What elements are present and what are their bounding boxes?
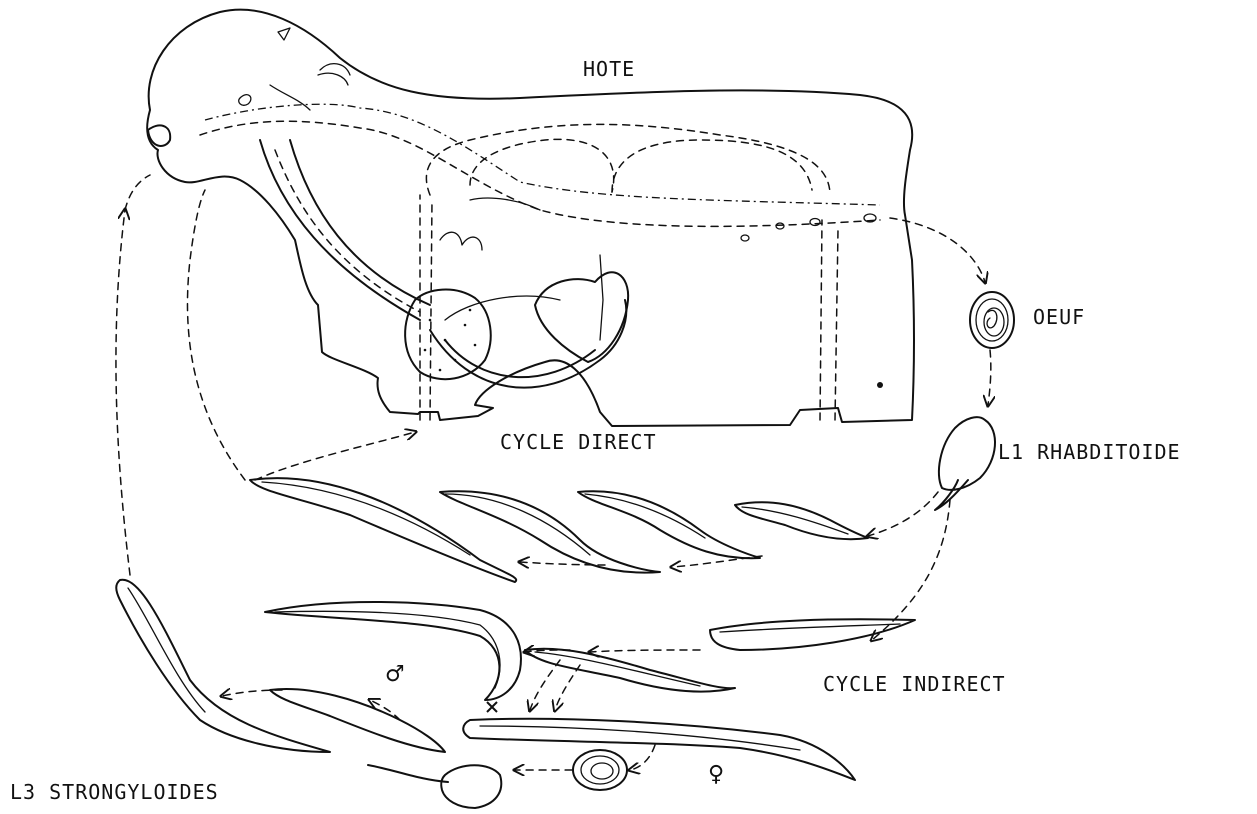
direct-cycle-larvae (250, 478, 868, 582)
direct-cycle-label: CYCLE DIRECT (500, 430, 657, 454)
l3-strongyloides-label: L3 STRONGYLOIDES (10, 780, 219, 804)
l1-larva-drawing (935, 417, 995, 510)
egg-drawing (970, 292, 1014, 348)
male-symbol: ♂ (385, 662, 405, 687)
sheep-host-drawing (147, 10, 914, 426)
indirect-cycle-label: CYCLE INDIRECT (823, 672, 1006, 696)
l1-rhabditoid-label: L1 RHABDITOIDE (998, 440, 1181, 464)
host-label: HOTE (583, 57, 635, 81)
female-symbol: ♀ (708, 762, 724, 787)
egg-label: OEUF (1033, 305, 1085, 329)
